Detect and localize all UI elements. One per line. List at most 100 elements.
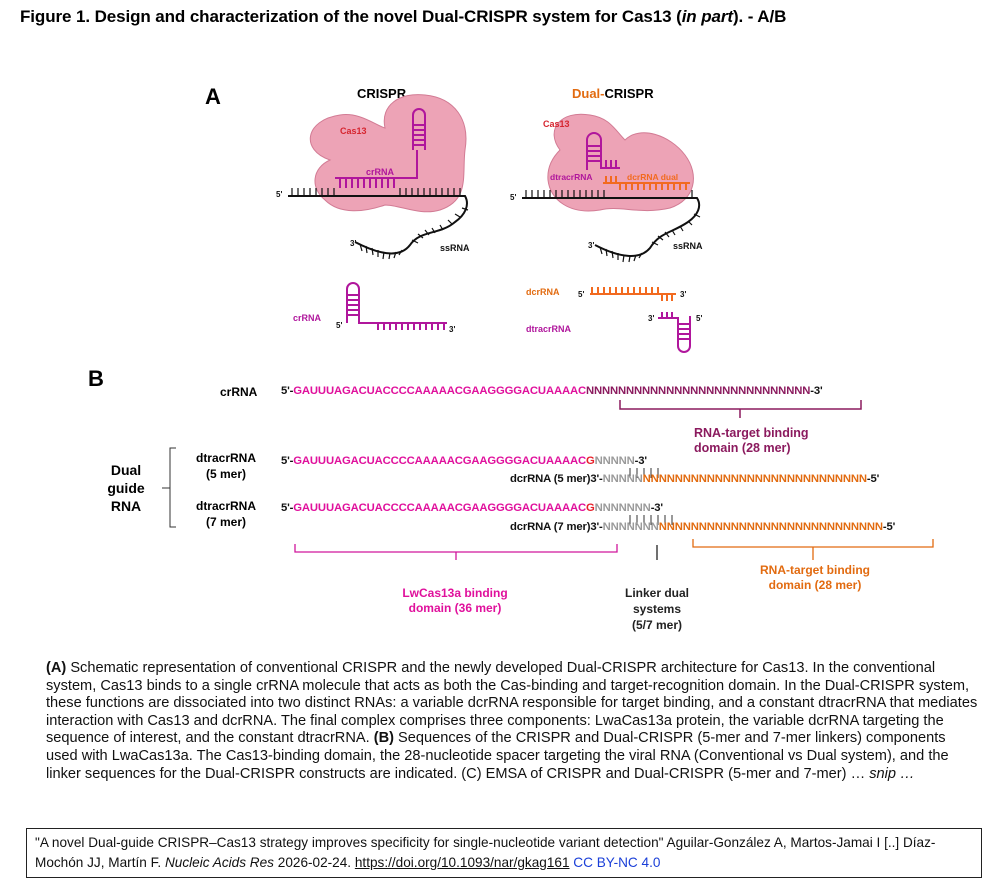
crrna-five-prime: 5' bbox=[336, 321, 342, 330]
crrna-domain-line1: RNA-target binding bbox=[694, 426, 809, 440]
crrna-3prime: -3' bbox=[810, 385, 823, 397]
ssrna-label-crispr: ssRNA bbox=[440, 243, 470, 253]
seq-linker: NNNNN bbox=[602, 473, 643, 485]
dcrrna-guide-dual bbox=[603, 176, 690, 190]
seq-prefix: 5'- bbox=[281, 455, 294, 467]
cas-binding-line2: domain (36 mer) bbox=[408, 601, 502, 615]
dual-heading-suffix: CRISPR bbox=[604, 86, 654, 101]
dcrrna-label-dual: dcrRNA dual bbox=[627, 172, 678, 182]
dtracrrna-7mer-sequence: 5'-GAUUUAGACUACCCCAAAAACGAAGGGGACUAAAACG… bbox=[281, 502, 663, 514]
dcrrna-5mer-sequence: dcrRNA (5 mer)3'-NNNNNNNNNNNNNNNNNNNNNNN… bbox=[510, 473, 879, 485]
dtracrrna-label-dual: dtracrRNA bbox=[550, 172, 593, 182]
dcrrna-7mer-sequence: dcrRNA (7 mer)3'-NNNNNNNNNNNNNNNNNNNNNNN… bbox=[510, 521, 895, 533]
dual-label-line2: guide bbox=[107, 480, 145, 496]
cas13-protein-dual bbox=[547, 113, 694, 212]
seq-suffix: -5' bbox=[882, 521, 896, 533]
dtracrrna-5mer-size: (5 mer) bbox=[205, 467, 246, 481]
dual-group-bracket bbox=[162, 447, 176, 528]
crrna-domain-line2: domain (28 mer) bbox=[694, 441, 791, 455]
dcrrna-five-prime: 5' bbox=[578, 290, 584, 299]
panel-b-letter: B bbox=[88, 366, 104, 391]
crrna-spacer-seq: NNNNNNNNNNNNNNNNNNNNNNNNNNNN bbox=[585, 385, 811, 397]
figure-title-suffix: ). - A/B bbox=[732, 7, 787, 26]
caption-snip: snip … bbox=[869, 765, 915, 782]
dtracrrna-three-prime: 3' bbox=[648, 314, 654, 323]
five-prime-dual: 5' bbox=[510, 193, 516, 202]
dual-heading-prefix: Dual- bbox=[572, 86, 605, 101]
figure-title-italic: in part bbox=[681, 7, 733, 26]
cas13-label-crispr: Cas13 bbox=[340, 126, 367, 136]
cas13-label-dual: Cas13 bbox=[543, 119, 570, 129]
seq-mismatch: G bbox=[585, 502, 595, 514]
dcrrna-5mer-name: dcrRNA (5 mer) bbox=[510, 473, 591, 485]
dtracrrna-7mer-size: (7 mer) bbox=[205, 515, 246, 529]
panel-a-letter: A bbox=[205, 84, 221, 109]
dtracrrna-component bbox=[658, 312, 691, 353]
seq-prefix: 3'- bbox=[590, 521, 603, 533]
cas-binding-line1: LwCas13a binding bbox=[402, 586, 508, 600]
ssrna-target-crispr bbox=[288, 195, 468, 255]
caption-a-text: Schematic representation of conventional… bbox=[46, 660, 978, 747]
crrna-label-crispr: crRNA bbox=[366, 167, 395, 177]
seq-binding: GAUUUAGACUACCCCAAAAACGAAGGGGACUAAAAC bbox=[293, 502, 586, 514]
crrna-binding-seq: GAUUUAGACUACCCCAAAAACGAAGGGGACUAAAAC bbox=[293, 385, 586, 397]
dcrrna-7mer-name: dcrRNA (7 mer) bbox=[510, 521, 591, 533]
linker-line3: (5/7 mer) bbox=[631, 618, 683, 632]
seq-mismatch: G bbox=[585, 455, 595, 467]
citation-date: 2026-02-24. bbox=[273, 855, 355, 870]
crrna-component-label: crRNA bbox=[293, 313, 322, 323]
cas13-protein-crispr bbox=[309, 94, 467, 213]
three-prime-crispr: 3' bbox=[350, 239, 356, 248]
ssrna-ticks-dual bbox=[525, 190, 701, 263]
seq-linker: NNNNN bbox=[594, 455, 635, 467]
three-prime-dual: 3' bbox=[588, 241, 594, 250]
license-link[interactable]: CC BY-NC 4.0 bbox=[573, 855, 661, 870]
caption-a-label: (A) bbox=[46, 660, 67, 676]
crrna-row-label: crRNA bbox=[220, 385, 258, 399]
seq-linker: NNNNNNN bbox=[594, 502, 651, 514]
dtracrrna-guide-dual bbox=[586, 132, 620, 170]
seq-suffix: -3' bbox=[634, 455, 647, 467]
figure-title-text: Figure 1. Design and characterization of… bbox=[20, 7, 682, 26]
doi-link[interactable]: https://doi.org/10.1093/nar/gkag161 bbox=[354, 855, 570, 870]
dcrrna-component bbox=[590, 287, 676, 301]
ssrna-ticks-crispr bbox=[291, 188, 469, 260]
target-line1: RNA-target binding bbox=[760, 563, 870, 577]
dtracrrna-5mer-sequence: 5'-GAUUUAGACUACCCCAAAAACGAAGGGGACUAAAACG… bbox=[281, 455, 647, 467]
crispr-heading: CRISPR bbox=[357, 86, 407, 101]
figure-caption: (A) Schematic representation of conventi… bbox=[46, 660, 981, 783]
dtracrrna-five-prime: 5' bbox=[696, 314, 702, 323]
cas-binding-bracket bbox=[294, 544, 618, 560]
citation-journal: Nucleic Acids Res bbox=[164, 855, 274, 870]
seq-prefix: 3'- bbox=[590, 473, 603, 485]
dtracrrna-7mer-label: dtracrRNA (7 mer) bbox=[190, 498, 262, 530]
crrna-component bbox=[346, 282, 447, 330]
seq-prefix: 5'- bbox=[281, 502, 294, 514]
linker-line1: Linker dual bbox=[624, 586, 689, 600]
citation-box: "A novel Dual-guide CRISPR–Cas13 strateg… bbox=[26, 828, 982, 878]
dual-label-line1: Dual bbox=[110, 462, 142, 478]
dtracrrna-5mer-label: dtracrRNA(5 mer) bbox=[190, 450, 262, 482]
citation-text: "A novel Dual-guide CRISPR–Cas13 strateg… bbox=[35, 835, 936, 870]
ssrna-target-dual bbox=[522, 197, 701, 257]
dcrrna-three-prime: 3' bbox=[680, 290, 686, 299]
seq-binding: GAUUUAGACUACCCCAAAAACGAAGGGGACUAAAAC bbox=[293, 455, 586, 467]
dcrrna-component-label: dcrRNA bbox=[526, 287, 560, 297]
seq-suffix: -3' bbox=[650, 502, 663, 514]
five-prime-crispr: 5' bbox=[276, 190, 282, 199]
crrna-guide-crispr bbox=[335, 108, 426, 188]
linker-annotation: Linker dual systems (5/7 mer) bbox=[610, 585, 704, 633]
crrna-sequence: 5'-GAUUUAGACUACCCCAAAAACGAAGGGGACUAAAACN… bbox=[281, 385, 823, 397]
dtracrrna-7mer-name: dtracrRNA bbox=[195, 499, 256, 513]
crrna-three-prime: 3' bbox=[449, 325, 455, 334]
figure-title: Figure 1. Design and characterization of… bbox=[20, 7, 786, 27]
panel-a-schematic: Cas13 crRNA 5' 3' ssRNA crRNA 5' 3' Cas1… bbox=[276, 94, 703, 353]
seq-suffix: -5' bbox=[866, 473, 880, 485]
linker-line2: systems bbox=[632, 602, 682, 616]
target-binding-bracket bbox=[692, 539, 934, 560]
crrna-5prime: 5'- bbox=[281, 385, 294, 397]
